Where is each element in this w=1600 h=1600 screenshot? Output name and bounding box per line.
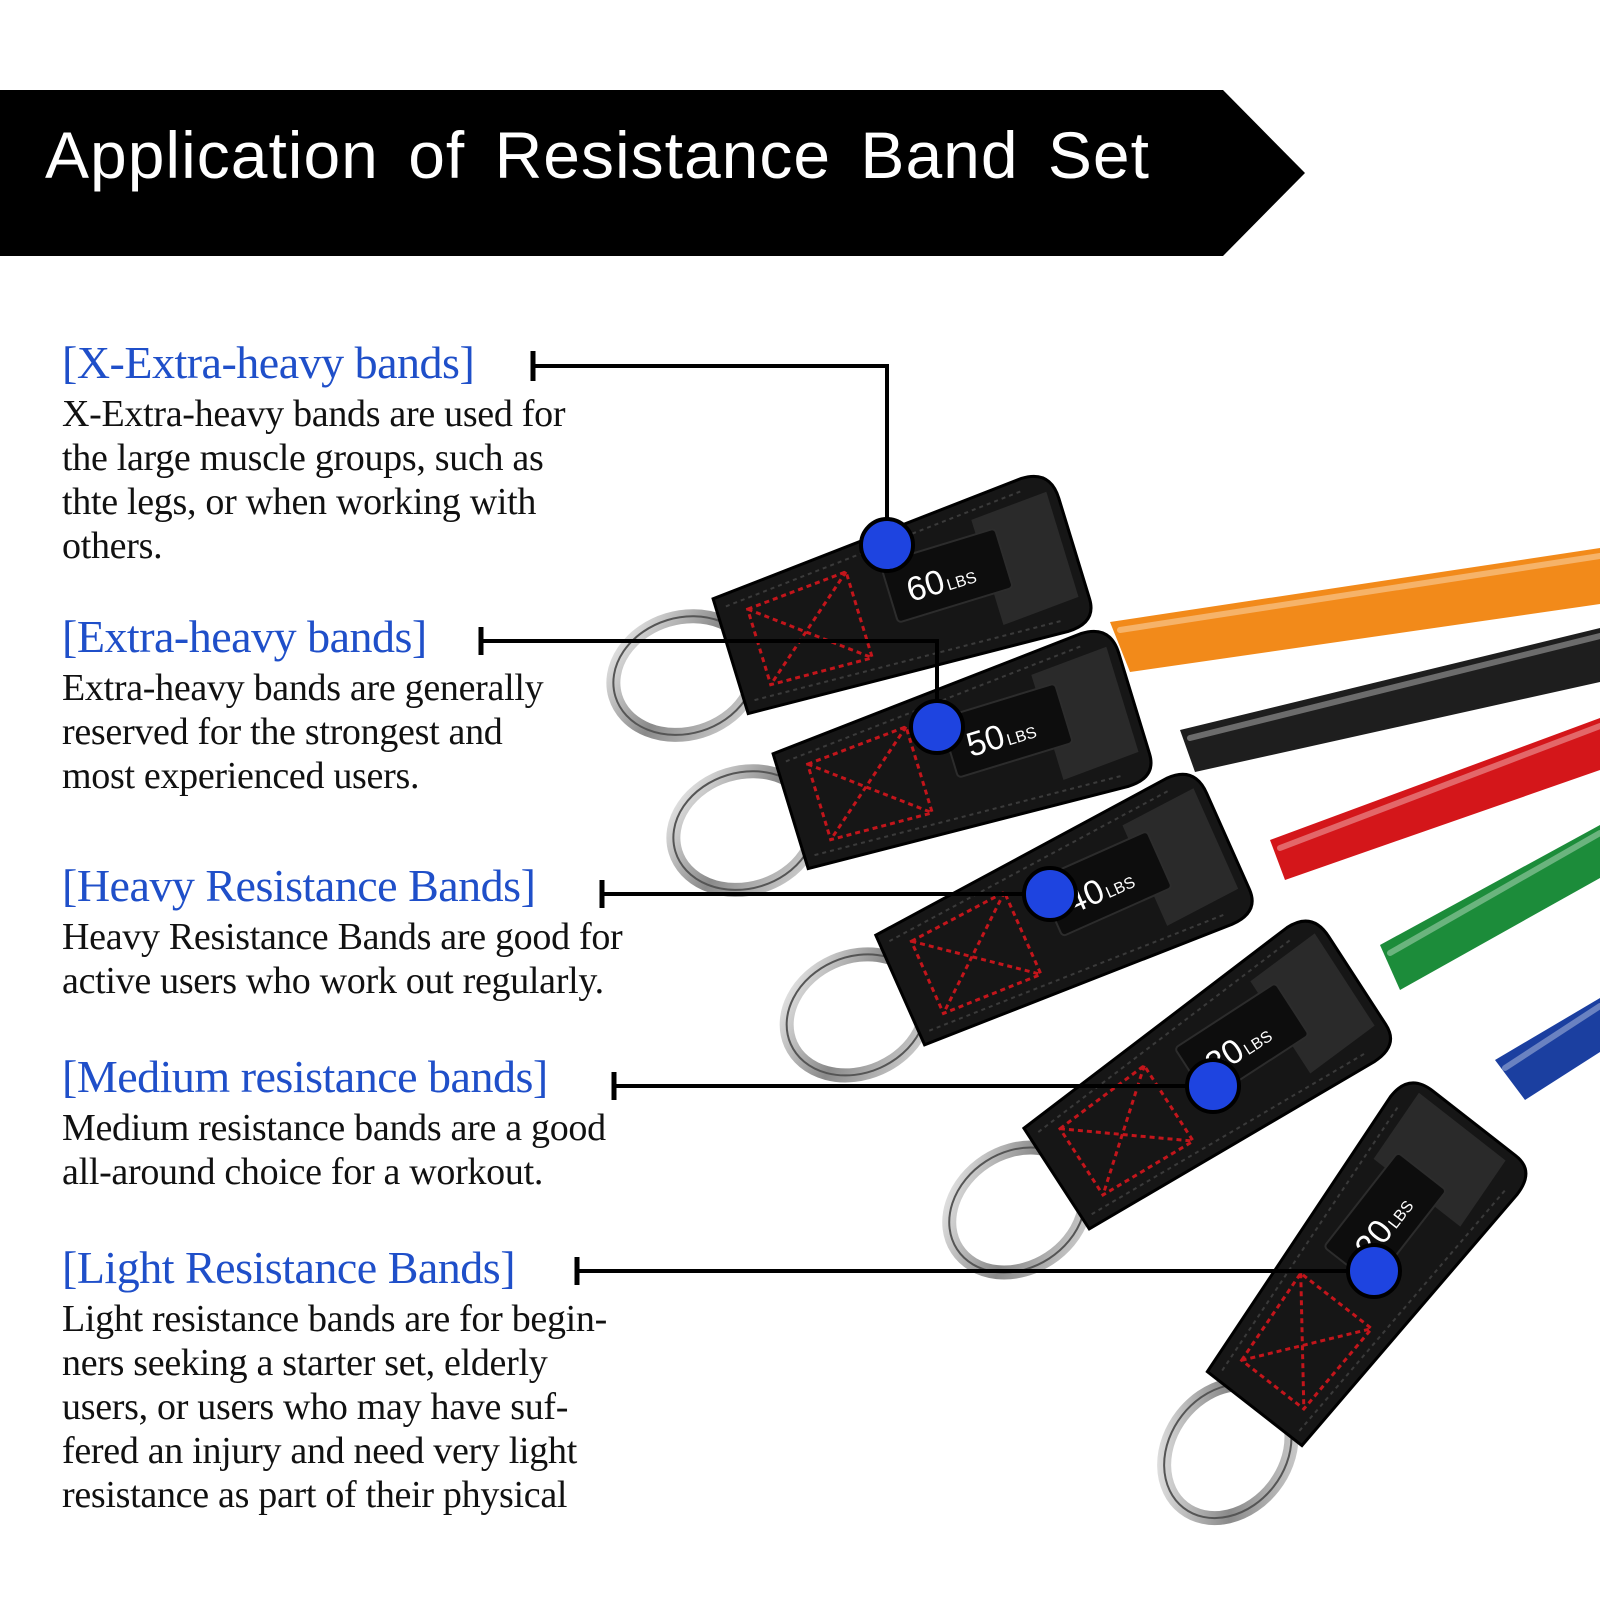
band-tube — [1270, 718, 1600, 880]
section-description: Extra-heavy bands are generally reserved… — [62, 667, 544, 797]
blue-dot-icon[interactable] — [1022, 866, 1078, 922]
section-title: [Heavy Resistance Bands] — [62, 860, 536, 911]
box-x-stitch — [1239, 1271, 1374, 1412]
section-description: Light resistance bands are for begin- ne… — [62, 1298, 607, 1516]
blue-dot-icon[interactable] — [909, 699, 965, 755]
section-extra-heavy: [Extra-heavy bands] Extra-heavy bands ar… — [62, 614, 752, 798]
section-light: [Light Resistance Bands] Light resistanc… — [62, 1245, 752, 1517]
tube-highlight — [1277, 723, 1600, 851]
section-description: Medium resistance bands are a good all-a… — [62, 1107, 606, 1193]
band-tube — [1495, 998, 1600, 1100]
tube-highlight — [1502, 1003, 1600, 1071]
section-description: Heavy Resistance Bands are good for acti… — [62, 916, 623, 1002]
band-handle: 50LBS — [666, 629, 1153, 897]
page-title: Application of Resistance Band Set — [45, 118, 1150, 192]
box-x-stitch — [909, 890, 1044, 1016]
section-description: X-Extra-heavy bands are used for the lar… — [62, 393, 566, 567]
section-medium: [Medium resistance bands] Medium resista… — [62, 1054, 752, 1194]
title-banner — [0, 90, 1305, 256]
blue-dot-icon[interactable] — [1346, 1243, 1402, 1299]
box-x-stitch — [805, 724, 935, 842]
tube-highlight — [1117, 553, 1600, 633]
tube-highlight — [1387, 830, 1600, 956]
edge-stitching — [785, 644, 1123, 857]
section-title: [Light Resistance Bands] — [62, 1242, 516, 1293]
band-tube — [1110, 548, 1600, 672]
band-tube — [1380, 825, 1600, 990]
edge-stitching — [888, 789, 1226, 1032]
handle-loop — [1373, 1092, 1506, 1227]
blue-dot-icon[interactable] — [859, 517, 915, 573]
weight-label-plate — [880, 528, 1013, 623]
tube-highlight — [1187, 633, 1600, 741]
section-title: [X-Extra-heavy bands] — [62, 337, 475, 388]
blue-dot-icon[interactable] — [1185, 1058, 1241, 1114]
handle-loop — [1250, 933, 1375, 1074]
section-title: [Extra-heavy bands] — [62, 611, 427, 662]
edge-stitching — [1221, 1104, 1507, 1432]
section-title: [Medium resistance bands] — [62, 1051, 548, 1102]
section-heavy: [Heavy Resistance Bands] Heavy Resistanc… — [62, 863, 752, 1003]
handle-loop — [1122, 788, 1239, 926]
edge-stitching — [725, 489, 1063, 702]
band-tube — [1180, 628, 1600, 772]
section-x-extra-heavy: [X-Extra-heavy bands] X-Extra-heavy band… — [62, 340, 752, 568]
edge-stitching — [1037, 937, 1367, 1216]
